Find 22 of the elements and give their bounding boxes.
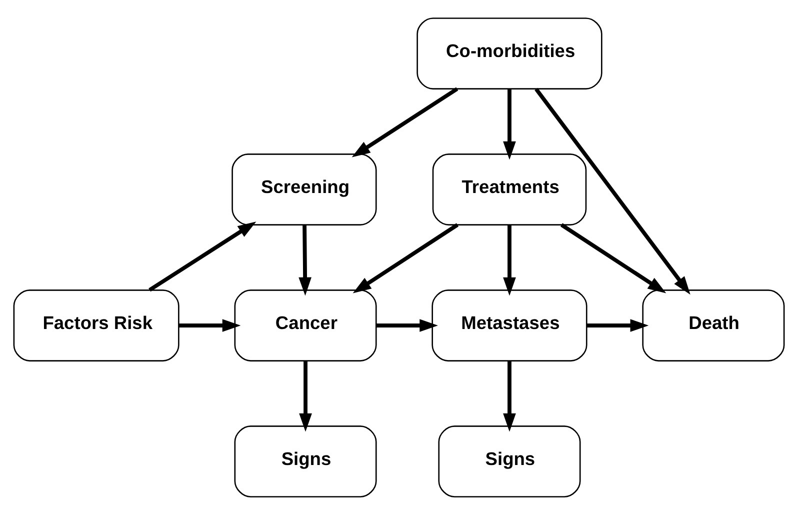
arrow — [376, 318, 438, 332]
arrow — [503, 360, 516, 432]
arrow — [503, 88, 516, 160]
arrow — [503, 224, 516, 296]
arrow — [178, 318, 241, 332]
arrow — [298, 224, 312, 296]
node-box: Signs — [438, 425, 581, 497]
arrow — [586, 318, 649, 332]
arrow — [352, 222, 459, 293]
node-box: Death — [642, 289, 785, 361]
node-box: Cancer — [234, 289, 377, 361]
node-box: Treatments — [432, 153, 587, 225]
arrow — [299, 360, 312, 432]
node-box: Metastases — [432, 289, 588, 361]
node-box: Signs — [234, 425, 377, 497]
arrow — [148, 221, 256, 292]
arrow — [534, 87, 690, 294]
node-box: Screening — [232, 153, 377, 225]
node-box: Factors Risk — [13, 289, 180, 361]
arrow — [352, 86, 458, 157]
arrow — [560, 222, 666, 293]
node-box: Co-morbidities — [416, 17, 602, 89]
